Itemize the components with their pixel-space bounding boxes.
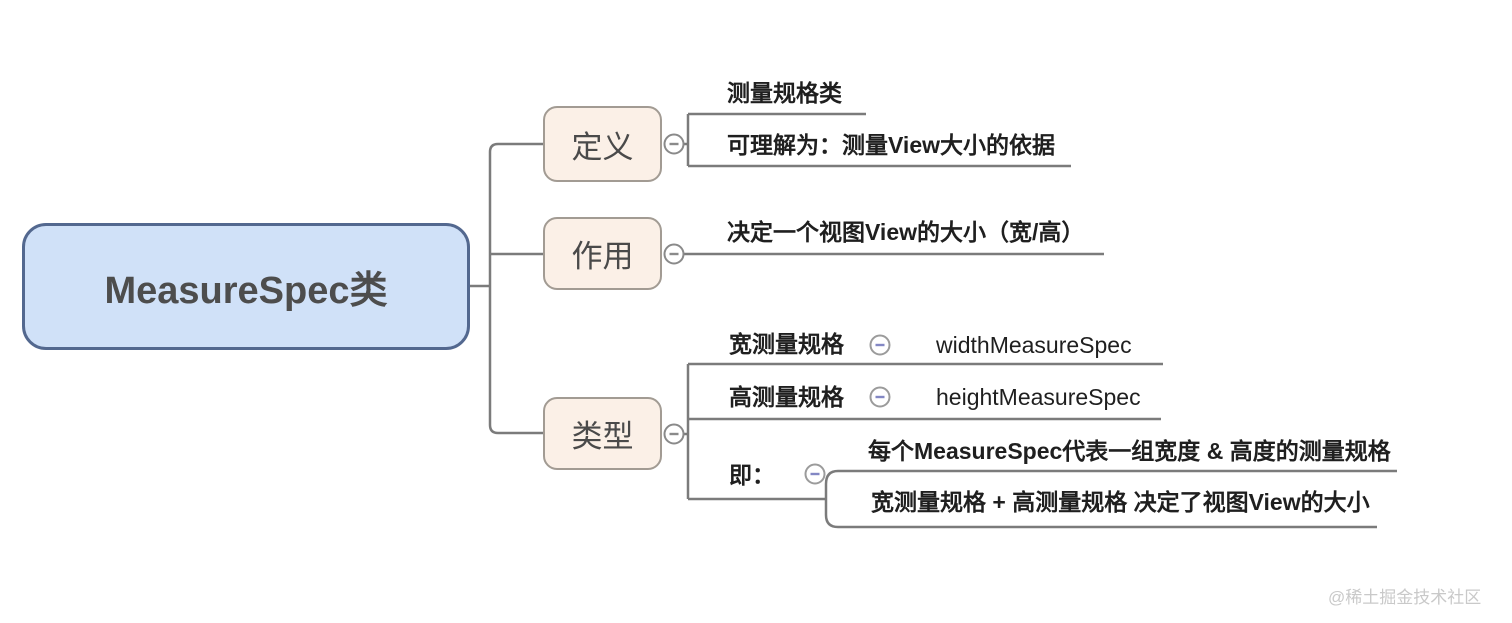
connector-ie-bracket bbox=[824, 469, 839, 529]
branch-topic-definition[interactable]: 定义 bbox=[543, 106, 662, 182]
topic-ie[interactable]: 即： bbox=[729, 462, 775, 488]
topic-width-measure-spec-cn[interactable]: 宽测量规格 bbox=[729, 331, 844, 357]
topic-determines-view-size[interactable]: 决定一个视图View的大小（宽/高） bbox=[727, 219, 1085, 245]
branch-topic-label: 作用 bbox=[571, 239, 634, 274]
topic-each-measurespec[interactable]: 每个MeasureSpec代表一组宽度 & 高度的测量规格 bbox=[868, 438, 1391, 464]
connector-root-trunk bbox=[488, 142, 543, 435]
branch-topic-label: 定义 bbox=[571, 129, 634, 165]
topic-height-measure-spec-cn[interactable]: 高测量规格 bbox=[729, 384, 844, 410]
branch-topic-function[interactable]: 作用 bbox=[543, 217, 662, 290]
collapse-button-type[interactable] bbox=[663, 423, 685, 445]
root-topic-label: MeasureSpec类 bbox=[104, 270, 388, 312]
branch-topic-label: 类型 bbox=[571, 419, 634, 454]
collapse-button-height-spec[interactable] bbox=[869, 386, 891, 408]
topic-understood-as[interactable]: 可理解为：测量View大小的依据 bbox=[727, 132, 1055, 158]
topic-measure-spec-class[interactable]: 测量规格类 bbox=[727, 80, 842, 106]
collapse-button-ie[interactable] bbox=[804, 463, 826, 485]
watermark-juejin: @稀土掘金技术社区 bbox=[1328, 588, 1482, 607]
collapse-button-function[interactable] bbox=[663, 243, 685, 265]
root-topic-measurespec[interactable]: MeasureSpec类 bbox=[22, 223, 470, 350]
collapse-button-definition[interactable] bbox=[663, 133, 685, 155]
topic-width-plus-height[interactable]: 宽测量规格 + 高测量规格 决定了视图View的大小 bbox=[871, 489, 1370, 515]
topic-widthmeasurespec[interactable]: widthMeasureSpec bbox=[936, 332, 1132, 358]
branch-topic-type[interactable]: 类型 bbox=[543, 397, 662, 470]
topic-heightmeasurespec[interactable]: heightMeasureSpec bbox=[936, 384, 1141, 410]
collapse-button-width-spec[interactable] bbox=[869, 334, 891, 356]
